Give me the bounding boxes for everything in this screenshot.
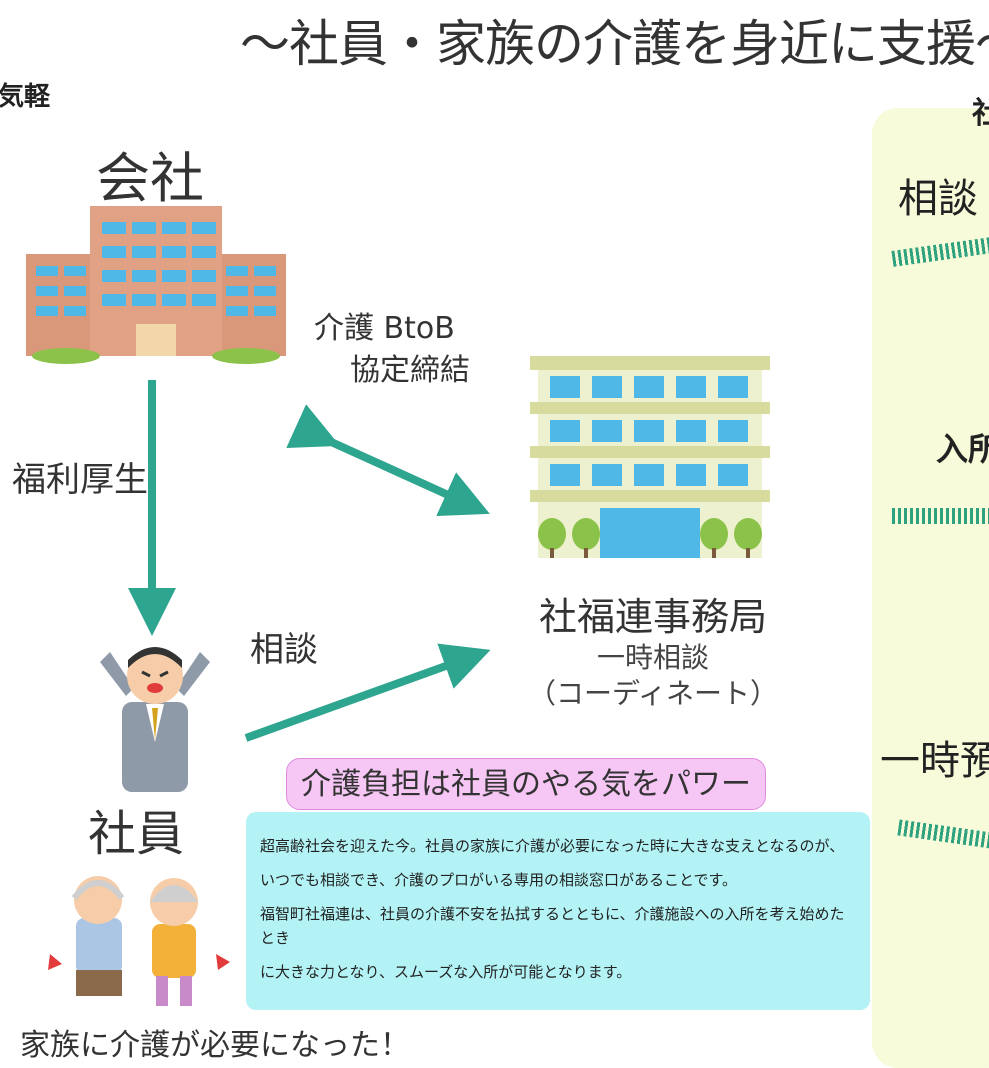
info-line-3: 福智町社福連は、社員の介護不安を払拭するとともに、介護施設への入所を考え始めたと…	[260, 905, 845, 947]
right-panel	[872, 108, 989, 1068]
burden-headline: 介護負担は社員のやる気をパワーダウン	[286, 758, 766, 854]
office-subtitle: 一時相談 （コーディネート）	[518, 640, 788, 712]
consult-label: 相談	[250, 630, 318, 670]
info-line-4: に大きな力となり、スムーズな入所が可能となります。	[260, 963, 632, 981]
right-panel-temporary: 一時預	[880, 738, 989, 784]
office-sub-line-1: 一時相談	[596, 641, 709, 674]
company-label: 会社	[96, 147, 204, 210]
office-building-icon	[530, 356, 770, 558]
worried-employee-icon	[100, 647, 210, 792]
right-panel-divider	[892, 508, 989, 524]
consult-arrow	[244, 643, 491, 742]
info-line-2: いつでも相談でき、介護のプロがいる専用の相談窓口があることです。	[260, 871, 738, 889]
right-panel-consult: 相談	[898, 176, 978, 222]
elderly-family-icon	[48, 876, 230, 1006]
info-line-1: 超高齢社会を迎えた今。社員の家族に介護が必要になった時に大きな支えとなるのが、	[260, 837, 845, 855]
agreement-line-2: 協定締結	[350, 353, 470, 388]
company-building-icon	[26, 206, 286, 364]
office-sub-line-2: （コーディネート）	[527, 677, 779, 710]
welfare-label: 福利厚生	[12, 460, 148, 500]
employee-label: 社員	[88, 806, 185, 862]
right-panel-heading: 社	[972, 96, 989, 131]
agreement-label: 介護 BtoB 協定締結	[314, 308, 470, 392]
office-name: 社福連事務局	[538, 595, 767, 639]
agreement-arrow	[286, 404, 490, 516]
info-box: 超高齢社会を迎えた今。社員の家族に介護が必要になった時に大きな支えとなるのが、 …	[246, 812, 870, 1010]
left-fragment-text: 気軽	[0, 82, 51, 112]
page-title: 〜社員・家族の介護を身近に支援〜	[240, 15, 989, 73]
agreement-line-1: 介護 BtoB	[314, 311, 455, 346]
right-panel-admission: 入所	[936, 430, 989, 468]
family-caption: 家族に介護が必要になった！	[20, 1028, 410, 1063]
